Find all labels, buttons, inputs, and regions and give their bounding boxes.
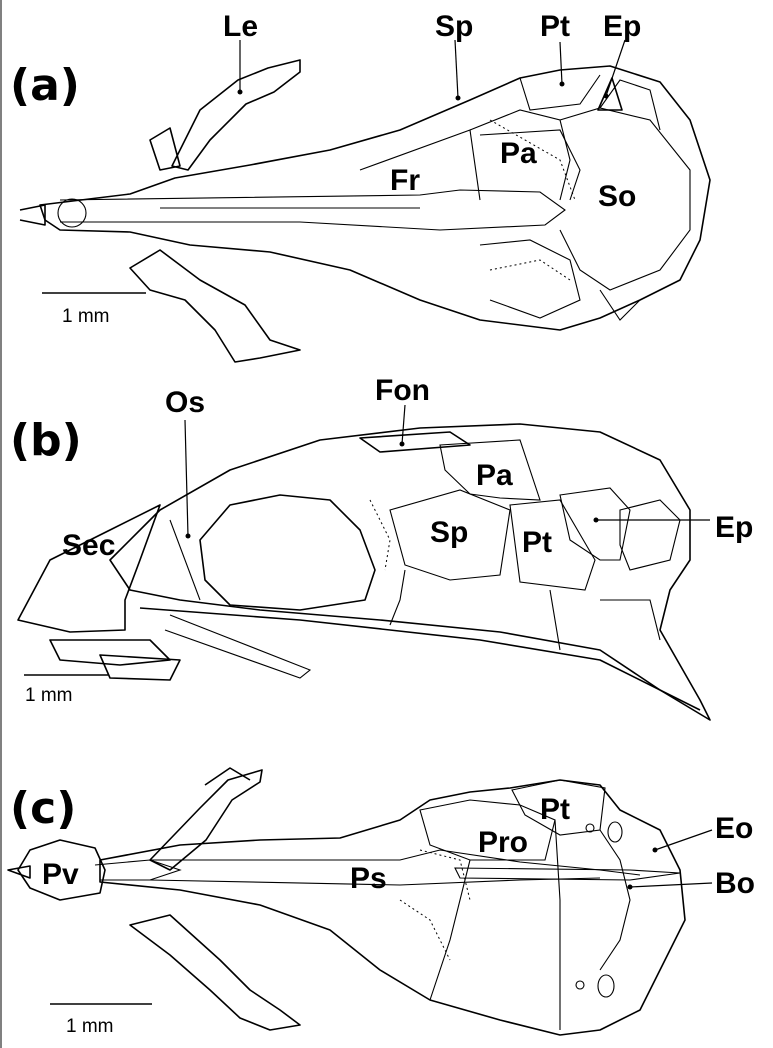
scale-label-a: 1 mm bbox=[62, 306, 110, 327]
label-pro: Pro bbox=[478, 826, 528, 859]
panel-c-skull-drawing bbox=[8, 768, 685, 1035]
panel-a: (a) bbox=[10, 10, 710, 362]
label-le: Le bbox=[223, 10, 258, 43]
panel-a-label: (a) bbox=[10, 60, 80, 111]
label-pa: Pa bbox=[476, 459, 513, 492]
label-fr: Fr bbox=[390, 164, 420, 197]
label-so: So bbox=[598, 180, 636, 213]
label-pt: Pt bbox=[522, 526, 552, 559]
label-pa: Pa bbox=[500, 137, 537, 170]
label-ps: Ps bbox=[350, 862, 387, 895]
panel-c-label: (c) bbox=[10, 783, 76, 834]
panel-c: (c) bbox=[8, 768, 755, 1037]
label-pt: Pt bbox=[540, 10, 570, 43]
panel-b-skull-drawing bbox=[18, 424, 710, 720]
label-pv: Pv bbox=[42, 858, 79, 891]
scale-label-c: 1 mm bbox=[66, 1016, 114, 1037]
scale-label-b: 1 mm bbox=[25, 685, 73, 706]
panel-b: (b) bbox=[10, 374, 753, 720]
label-bo: Bo bbox=[715, 867, 755, 900]
label-eo: Eo bbox=[715, 812, 753, 845]
label-ep: Ep bbox=[715, 511, 753, 544]
label-sp: Sp bbox=[430, 516, 468, 549]
panel-b-label: (b) bbox=[10, 415, 82, 466]
label-sp: Sp bbox=[435, 10, 473, 43]
label-ep: Ep bbox=[603, 10, 641, 43]
label-sec: Sec bbox=[62, 529, 115, 562]
label-pt: Pt bbox=[540, 793, 570, 826]
label-fon: Fon bbox=[375, 374, 430, 407]
label-os: Os bbox=[165, 386, 205, 419]
